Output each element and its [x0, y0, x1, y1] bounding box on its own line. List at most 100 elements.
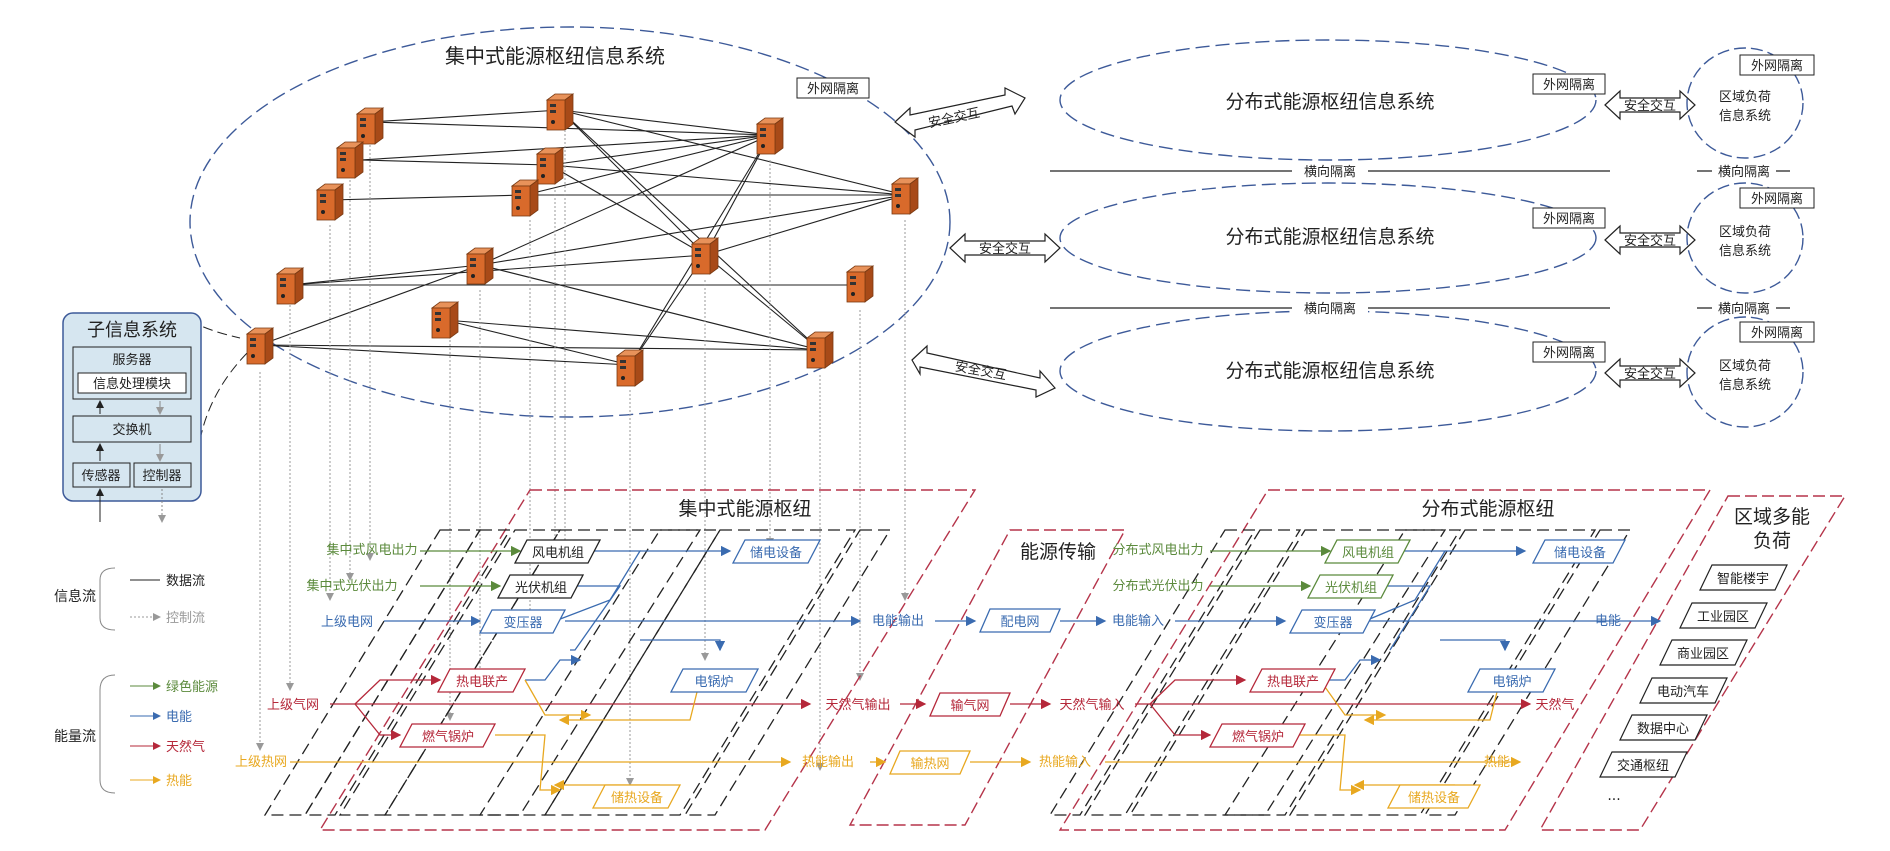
svg-text:外网隔离: 外网隔离 [1751, 325, 1803, 341]
svg-text:上级热网: 上级热网 [235, 755, 287, 770]
svg-text:信息流: 信息流 [54, 588, 96, 605]
svg-text:天然气输出: 天然气输出 [825, 697, 890, 713]
svg-text:区域负荷: 区域负荷 [1719, 90, 1771, 105]
svg-text:集中式光伏出力: 集中式光伏出力 [306, 578, 397, 594]
regional-secure-arrows [1604, 89, 1696, 389]
svg-text:能源传输: 能源传输 [1020, 541, 1096, 563]
distributed-info-system-1: 分布式能源枢纽信息系统 外网隔离 [1059, 39, 1606, 161]
central-isolation-label: 外网隔离 [807, 81, 859, 97]
svg-text:天然气: 天然气 [1535, 697, 1574, 713]
svg-text:集中式能源枢纽: 集中式能源枢纽 [678, 498, 811, 520]
distributed-energy-hub: 分布式能源枢纽 分布式风电出力 分布式光伏出力 电能输入 天然气输入 热能输入 [1039, 489, 1712, 831]
svg-text:服务器: 服务器 [112, 352, 151, 368]
svg-text:储电设备: 储电设备 [750, 545, 802, 561]
load-item-1: 智能楼宇 [1717, 572, 1769, 587]
central-info-ellipse [189, 26, 951, 418]
svg-text:热能输入: 热能输入 [1039, 754, 1091, 770]
svg-text:分布式风电出力: 分布式风电出力 [1112, 543, 1203, 558]
svg-text:信息系统: 信息系统 [1719, 108, 1771, 124]
svg-text:分布式光伏出力: 分布式光伏出力 [1112, 579, 1203, 594]
svg-text:横向隔离: 横向隔离 [1718, 301, 1770, 317]
svg-text:集中式风电出力: 集中式风电出力 [326, 542, 417, 558]
svg-text:上级气网: 上级气网 [267, 697, 319, 713]
svg-text:区域多能: 区域多能 [1734, 506, 1810, 528]
load-item-3: 商业园区 [1677, 647, 1729, 662]
sub-info-title: 子信息系统 [87, 320, 177, 341]
svg-text:数据流: 数据流 [166, 574, 205, 589]
load-item-5: 数据中心 [1637, 722, 1689, 737]
svg-text:热电联产: 热电联产 [456, 675, 508, 690]
svg-text:热能: 热能 [166, 774, 192, 789]
svg-text:信息处理模块: 信息处理模块 [93, 376, 171, 392]
svg-text:绿色能源: 绿色能源 [166, 679, 218, 695]
svg-text:外网隔离: 外网隔离 [1543, 211, 1595, 227]
svg-text:输热网: 输热网 [910, 756, 949, 772]
svg-text:配电网: 配电网 [1000, 615, 1039, 630]
svg-text:燃气锅炉: 燃气锅炉 [422, 729, 474, 745]
svg-text:电能输出: 电能输出 [872, 613, 924, 629]
secure-exchange-arrows [894, 87, 1061, 398]
secure-exchange-label-3: 安全交互 [954, 359, 1008, 384]
svg-text:天然气输入: 天然气输入 [1059, 697, 1124, 713]
load-item-6: 交通枢纽 [1617, 758, 1669, 774]
svg-text:分布式能源枢纽信息系统: 分布式能源枢纽信息系统 [1225, 360, 1434, 382]
svg-text:信息系统: 信息系统 [1719, 377, 1771, 393]
svg-text:光伏机组: 光伏机组 [515, 581, 567, 596]
distributed-info-system-3: 分布式能源枢纽信息系统 外网隔离 [1059, 310, 1606, 432]
svg-text:天然气: 天然气 [166, 739, 205, 755]
svg-text:分布式能源枢纽信息系统: 分布式能源枢纽信息系统 [1225, 226, 1434, 248]
svg-text:外网隔离: 外网隔离 [1751, 58, 1803, 74]
energy-transmission: 能源传输 配电网 输气网 输热网 [848, 529, 1127, 826]
server-icons [246, 93, 919, 387]
svg-text:区域负荷: 区域负荷 [1719, 225, 1771, 240]
svg-text:电锅炉: 电锅炉 [1492, 674, 1531, 690]
svg-text:热能: 热能 [1484, 755, 1510, 770]
svg-text:传感器: 传感器 [81, 468, 120, 484]
svg-text:横向隔离: 横向隔离 [1718, 164, 1770, 180]
load-item-2: 工业园区 [1697, 610, 1749, 625]
svg-text:交换机: 交换机 [112, 422, 151, 438]
distributed-info-system-2: 分布式能源枢纽信息系统 外网隔离 [1059, 182, 1606, 294]
sub-info-system: 子信息系统 服务器 信息处理模块 交换机 传感器 控制器 [62, 312, 251, 523]
regional-info-system-3: 外网隔离 区域负荷 信息系统 [1686, 316, 1815, 428]
regional-secure-label-1: 安全交互 [1624, 98, 1676, 114]
svg-text:区域负荷: 区域负荷 [1719, 359, 1771, 374]
svg-text:热能输出: 热能输出 [802, 754, 854, 770]
svg-text:上级电网: 上级电网 [321, 615, 373, 630]
svg-text:燃气锅炉: 燃气锅炉 [1232, 729, 1284, 745]
svg-text:分布式能源枢纽信息系统: 分布式能源枢纽信息系统 [1225, 91, 1434, 113]
svg-text:外网隔离: 外网隔离 [1543, 77, 1595, 93]
horizontal-isolation-2: 横向隔离 横向隔离 [1050, 300, 1790, 317]
svg-text:电能: 电能 [166, 710, 192, 725]
svg-text:变压器: 变压器 [503, 615, 542, 631]
svg-text:热电联产: 热电联产 [1267, 675, 1319, 690]
secure-exchange-label-2: 安全交互 [979, 241, 1031, 257]
server-network-links [259, 109, 906, 366]
svg-text:分布式能源枢纽: 分布式能源枢纽 [1421, 498, 1554, 520]
svg-text:储电设备: 储电设备 [1554, 545, 1606, 561]
svg-text:外网隔离: 外网隔离 [1543, 345, 1595, 361]
svg-text:负荷: 负荷 [1753, 530, 1791, 552]
svg-text:横向隔离: 横向隔离 [1304, 164, 1356, 180]
regional-secure-label-2: 安全交互 [1624, 233, 1676, 249]
legend: 信息流 数据流 控制流 能量流 绿色能源 电能 天然气 热能 [54, 567, 218, 794]
svg-text:变压器: 变压器 [1313, 615, 1352, 631]
svg-text:电能: 电能 [1595, 614, 1621, 629]
load-item-4: 电动汽车 [1657, 684, 1709, 700]
svg-text:风电机组: 风电机组 [1342, 546, 1394, 561]
svg-text:外网隔离: 外网隔离 [1751, 191, 1803, 207]
svg-text:光伏机组: 光伏机组 [1325, 581, 1377, 596]
svg-text:横向隔离: 横向隔离 [1304, 301, 1356, 317]
control-flow-lines [256, 130, 909, 786]
regional-info-system-1: 外网隔离 区域负荷 信息系统 [1686, 47, 1815, 159]
central-info-title: 集中式能源枢纽信息系统 [445, 44, 665, 68]
svg-text:能量流: 能量流 [54, 729, 96, 745]
svg-text:风电机组: 风电机组 [532, 546, 584, 561]
svg-text:控制器: 控制器 [142, 469, 181, 484]
regional-multi-energy-load: 区域多能 负荷 智能楼宇 工业园区 商业园区 电动汽车 数据中心 交通枢纽 ..… [1538, 495, 1847, 831]
svg-text:电能输入: 电能输入 [1112, 613, 1164, 629]
svg-text:输气网: 输气网 [950, 698, 989, 714]
svg-text:电锅炉: 电锅炉 [694, 674, 733, 690]
svg-text:信息系统: 信息系统 [1719, 243, 1771, 259]
svg-text:储热设备: 储热设备 [1408, 790, 1460, 806]
